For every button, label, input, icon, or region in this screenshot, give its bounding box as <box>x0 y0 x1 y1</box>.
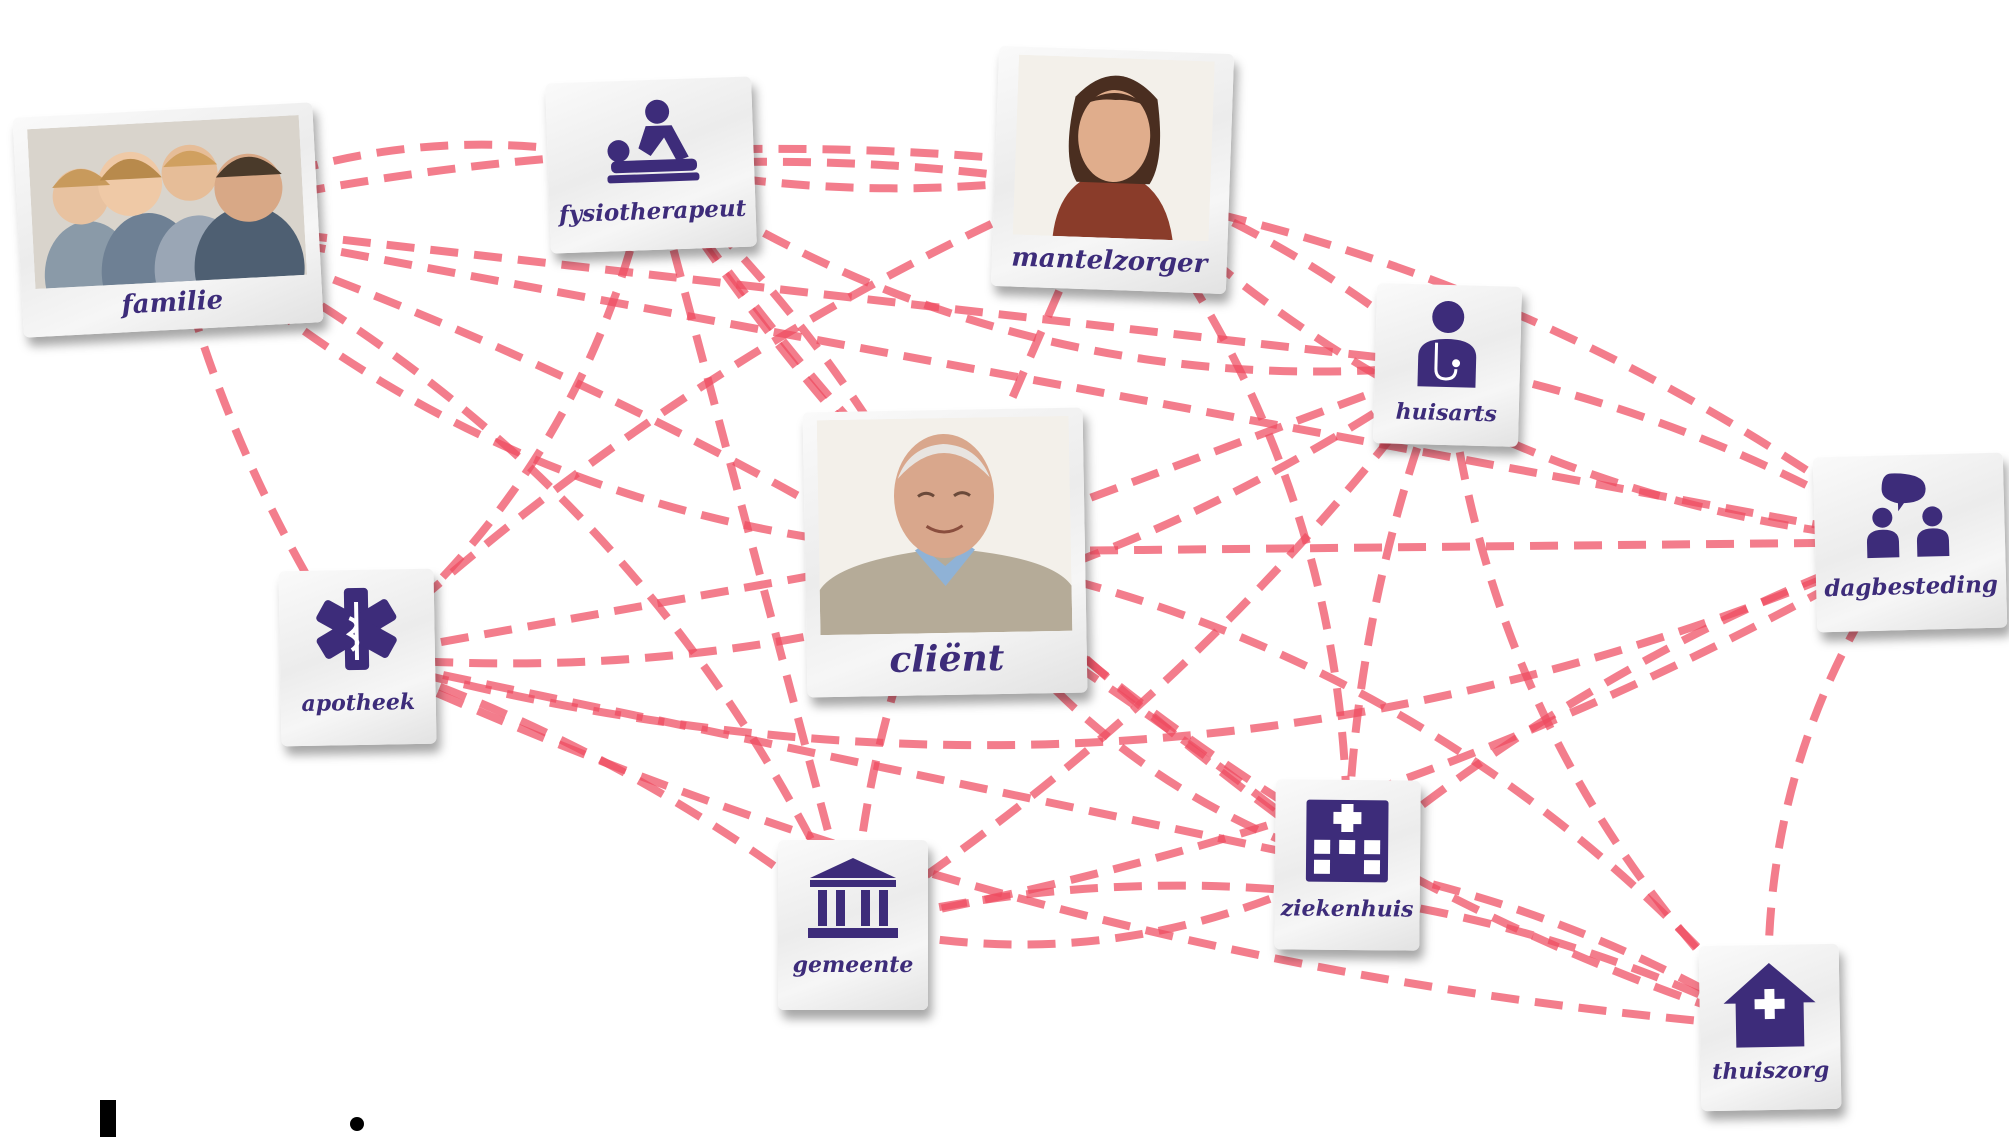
connection-gemeente-thuiszorg <box>852 881 1772 1031</box>
node-client: cliënt <box>802 407 1088 698</box>
node-dagbesteding-label: dagbesteding <box>1824 570 1999 603</box>
people-chat-icon <box>1866 473 1950 559</box>
connection-huisarts-gemeente <box>850 362 1451 929</box>
connection-familie-huisarts <box>167 216 1448 369</box>
node-apotheek-label: apotheek <box>301 689 416 717</box>
node-mantelzorger-label: mantelzorger <box>1010 242 1208 280</box>
node-huisarts: huisarts <box>1372 283 1523 447</box>
connection-familie-ziekenhuis <box>166 216 1350 869</box>
node-thuiszorg-label: thuiszorg <box>1712 1056 1830 1086</box>
family-photo <box>27 115 308 290</box>
pharmacy-icon <box>316 587 397 671</box>
connection-apotheek-thuiszorg <box>355 653 1771 1031</box>
connection-fysiotherapeut-gemeente <box>647 163 857 927</box>
node-thuiszorg: thuiszorg <box>1698 943 1842 1112</box>
node-dagbesteding: dagbesteding <box>1812 452 2008 633</box>
node-ziekenhuis-label: ziekenhuis <box>1280 895 1414 923</box>
connection-fysiotherapeut-dagbesteding <box>650 157 1913 546</box>
cropped-text-fragment <box>100 1100 116 1137</box>
node-ziekenhuis: ziekenhuis <box>1274 779 1421 951</box>
massage-icon <box>607 99 700 184</box>
connection-dagbesteding-client <box>944 538 1911 556</box>
town-hall-icon <box>808 858 898 938</box>
connection-dagbesteding-apotheek <box>355 538 1912 750</box>
node-gemeente: gemeente <box>778 840 928 1010</box>
node-fysiotherapeut-label: fysiotherapeut <box>558 194 747 229</box>
node-huisarts-label: huisarts <box>1395 398 1498 428</box>
node-gemeente-label: gemeente <box>792 952 914 978</box>
connection-mantelzorger-apotheek <box>354 166 1114 660</box>
doctor-icon <box>1417 301 1477 388</box>
connection-apotheek-ziekenhuis <box>356 653 1348 869</box>
woman-photo <box>1012 54 1215 242</box>
hospital-icon <box>1305 799 1389 883</box>
elderly-man-photo <box>816 415 1073 636</box>
connection-huisarts-thuiszorg <box>1443 364 1773 1030</box>
cropped-text-dot <box>350 1117 364 1131</box>
node-fysiotherapeut: fysiotherapeut <box>545 76 757 254</box>
node-client-label: cliënt <box>889 636 1005 681</box>
node-apotheek: apotheek <box>278 568 437 747</box>
node-familie: familie <box>12 102 324 338</box>
connection-client-thuiszorg <box>944 548 1774 1030</box>
node-mantelzorger: mantelzorger <box>990 45 1235 295</box>
connection-fysiotherapeut-thuiszorg <box>647 162 1772 1031</box>
connection-fysiotherapeut-huisarts <box>648 161 1448 376</box>
home-care-icon <box>1723 963 1816 1048</box>
